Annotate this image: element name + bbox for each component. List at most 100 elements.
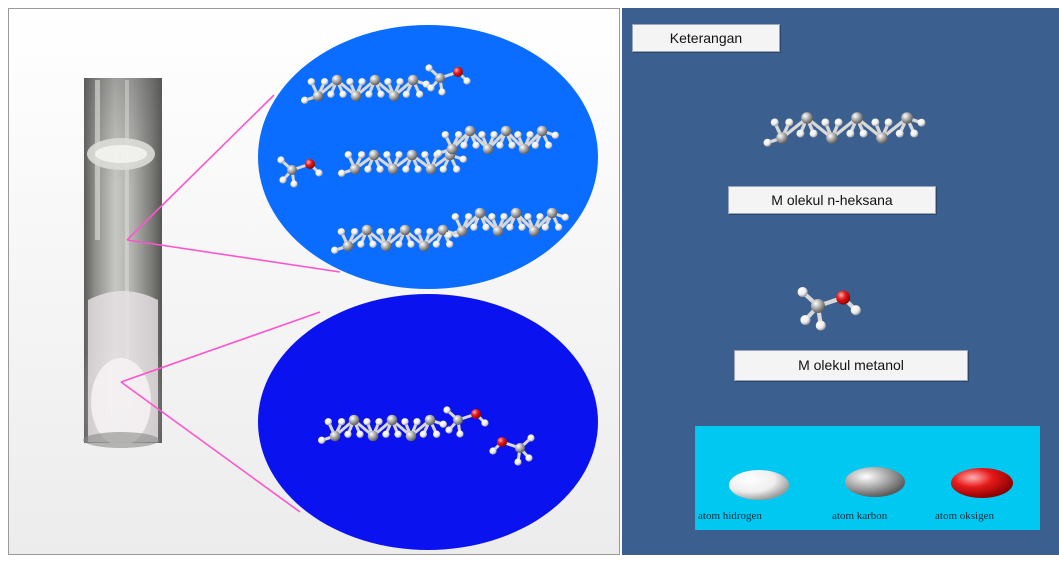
hydrogen-atom [376,228,384,236]
hydrogen-atom [331,246,339,254]
carbon-atom [811,299,825,313]
oxygen-atom [497,437,507,447]
hydrogen-atom [910,129,919,138]
carbon-atom [331,74,343,86]
oxygen-atom [471,409,481,419]
hydrogen-atom [327,90,335,98]
hydrogen-atom [307,78,315,86]
carbon-atom [418,240,430,252]
hydrogen-atom [358,151,366,159]
hydrogen-atom [401,418,409,426]
oxygen-atom [305,159,315,169]
hydrogen-atom [456,430,464,438]
hydrogen-atom [426,228,434,236]
carbon-atom [801,112,813,124]
carbon-atom [500,125,512,137]
carbon-atom [349,163,361,175]
hydrogen-atom [489,447,497,455]
hydrogen-atom [445,231,453,239]
legend-carbon-label: atom karbon [832,510,888,522]
hydrogen-atom [427,84,435,92]
methanol-molecule [489,434,535,466]
carbon-atom [453,415,463,425]
hydrogen-atom [413,418,421,426]
hydrogen-atom [526,131,534,139]
carbon-atom [435,73,445,83]
hydrogen-atom [481,419,489,427]
hydrogen-atom [382,430,390,438]
hydrogen-atom [797,286,808,298]
zoom-connectors [120,94,341,513]
carbon-atom [425,163,437,175]
hydrogen-atom [407,240,415,248]
hydrogen-atom [339,90,347,98]
carbon-atom [518,143,530,155]
hydrogen-atom [453,165,461,173]
hydrogen-atom [279,176,287,184]
carbon-atom [528,225,540,237]
legend-title: Keterangan [632,24,780,52]
carbon-atom [406,149,418,161]
hydrogen-atom [351,228,359,236]
hydrogen-atom [395,240,403,248]
hydrogen-atom [871,118,880,127]
hydrogen-atom [277,156,285,164]
hydrogen-atom [433,430,441,438]
hydrogen-atom [490,131,498,139]
hydrogen-atom [446,240,454,248]
hydrogen-atom [536,213,544,221]
carbon-atom [515,443,525,453]
hydrogen-atom [344,430,352,438]
hydrogen-atom [508,141,516,149]
hydrogen-atom [441,131,449,139]
hydrogen-atom [383,151,391,159]
hydrogen-atom [435,149,443,157]
hydrogen-atom [524,213,532,221]
carbon-atom [446,143,458,155]
hydrogen-atom [478,131,486,139]
carbon-atom [901,112,913,124]
hydrogen-atom [318,436,326,444]
hydrogen-atom [514,131,522,139]
hexane-molecule [435,125,559,157]
hexane-molecule [318,414,447,444]
hydrogen-atom [416,90,424,98]
hydrogen-atom [541,223,549,231]
carbon-atom [405,430,417,442]
hydrogen-atom [463,77,471,85]
hydrogen-atom [821,118,830,127]
methanol-label: M olekul metanol [734,350,968,381]
oxygen-atom [836,290,851,305]
hydrogen-atom [425,64,433,72]
hydrogen-atom [384,78,392,86]
hydrogen-atom [324,418,332,426]
hydrogen-atom [338,169,346,177]
hydrogen-atom [402,165,410,173]
atom-legend: atom hidrogen atom karbon atom oksigen [695,426,1040,530]
hydrogen-atom [432,240,440,248]
hydrogen-atom [555,223,563,231]
legend-oxygen-label: atom oksigen [935,510,994,522]
carbon-atom [350,90,362,102]
hydrogen-atom [376,165,384,173]
carbon-atom [474,207,486,219]
hydrogen-atom [514,458,522,466]
test-tube [83,78,162,448]
carbon-atom [368,149,380,161]
carbon-atom [456,225,468,237]
hydrogen-atom [377,90,385,98]
hexane-molecule [331,224,460,254]
hydrogen-atom [301,96,309,104]
methanol-molecule [425,64,471,96]
hydrogen-atom [506,223,514,231]
carbon-atom [546,207,558,219]
carbon-atom [342,240,354,252]
hexane-molecule [301,74,430,104]
hydrogen-atom [531,141,539,149]
hydrogen-atom [785,118,794,127]
carbon-atom [876,132,888,144]
hydrogen-atom [438,88,446,96]
hydrogen-atom [500,213,508,221]
